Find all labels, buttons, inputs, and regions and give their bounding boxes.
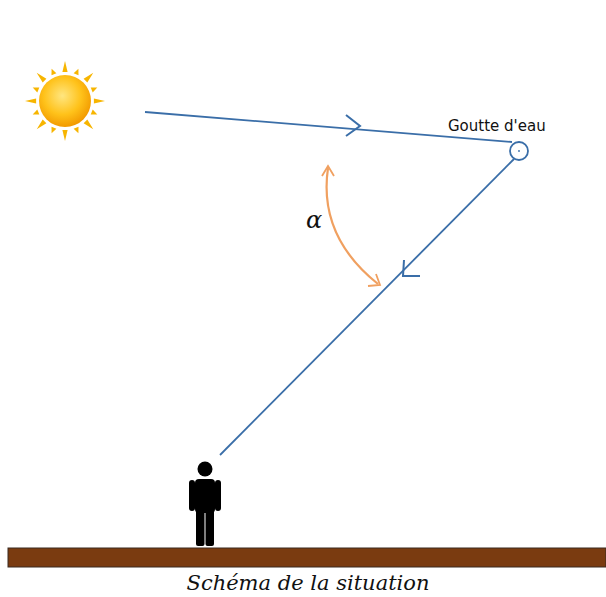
sun-ray — [62, 130, 67, 141]
sun-ray — [84, 120, 94, 130]
sun-ray — [84, 73, 94, 83]
person-icon — [189, 462, 221, 547]
light-ray — [220, 159, 514, 455]
sun-ray — [52, 69, 57, 76]
arc-arrow — [368, 274, 380, 286]
ray-arrow — [403, 260, 420, 276]
ground — [8, 548, 606, 567]
sun-ray — [91, 88, 98, 93]
caption: Schéma de la situation — [187, 571, 430, 595]
sun-icon — [25, 61, 105, 141]
sun-ray — [62, 61, 67, 72]
sun-ray — [74, 69, 79, 76]
water-drop — [510, 142, 528, 160]
drop-center — [518, 150, 520, 152]
sun-ray — [91, 110, 98, 115]
drop-label: Goutte d'eau — [448, 117, 546, 135]
angle-arc — [327, 168, 378, 284]
sun-ray — [37, 120, 47, 130]
sun-ray — [74, 127, 79, 134]
sun-ray — [33, 88, 40, 93]
arc-arrow — [322, 166, 334, 176]
angle-label: α — [306, 206, 322, 234]
sun-ray — [94, 98, 105, 103]
sun-ray — [37, 73, 47, 83]
sun-disc — [39, 75, 91, 127]
sun-ray — [25, 98, 36, 103]
sun-ray — [52, 127, 57, 134]
ray-arrow — [346, 115, 360, 136]
sun-ray — [33, 110, 40, 115]
